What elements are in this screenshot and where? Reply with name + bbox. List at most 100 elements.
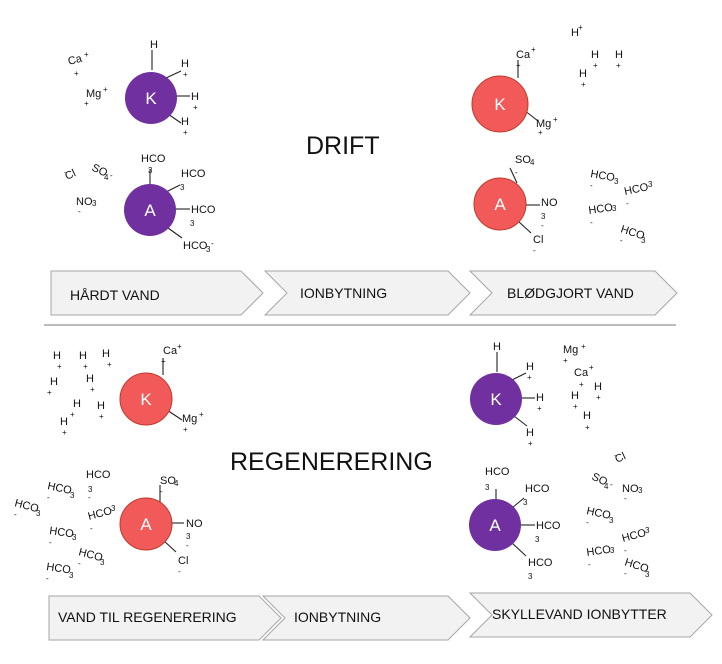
cl-ion: Cl [613,450,627,465]
plus-sign: + [183,70,188,79]
h-ion: H [86,373,94,385]
hco-ion: HCO [525,483,550,495]
subscript: 4 [174,479,179,488]
hco-ion: HCO [191,204,216,216]
cl-ion: Cl [178,555,188,567]
regen-right-a-ball [469,499,521,551]
regen-right-k-ball [470,373,522,425]
plus-sign: + [199,410,204,419]
h-ion: H [536,392,544,404]
plus-sign: + [193,103,198,112]
hco-ion: HCO [536,520,561,532]
minus-sign: - [533,246,536,255]
subscript: 3 [180,183,185,192]
subscript: 3 [610,546,615,555]
subscript: 3 [528,572,533,581]
subscript: 3 [72,533,77,542]
minus-sign: - [624,546,627,555]
h-ion: H [571,27,579,39]
minus-sign: - [610,480,613,489]
plus-sign: + [596,393,601,402]
subscript: 3 [148,166,153,175]
plus-sign: + [47,388,52,397]
h-ion: H [79,350,87,362]
plus-sign: + [616,61,621,70]
regen-left-k-ball [119,372,173,426]
hco3-ion: HCO [621,527,648,545]
plus-sign: + [183,425,188,434]
chevron-regen-2 [261,595,471,641]
h-ion: H [591,49,599,61]
bond [517,220,532,234]
minus-sign: - [590,181,593,190]
k-label: K [494,95,506,114]
hco-ion: HCO [528,557,553,569]
regen-title: REGENERERING [230,448,433,476]
h-ion: H [53,350,61,362]
minus-sign: - [614,451,617,460]
hco-ion: HCO [86,469,111,481]
hco3-ion: HCO [588,202,614,217]
hco3-ion: HCO [585,505,612,522]
bond [513,415,528,427]
subscript: 3 [100,558,105,567]
cl-ion: Cl [533,234,543,246]
bond [165,70,182,79]
plus-sign: + [107,360,112,369]
subscript: 3 [190,219,195,228]
plus-sign: + [177,342,182,351]
h-ion: H [526,361,534,373]
ca-ion: Ca [516,49,531,61]
ca-ion: Ca [67,52,85,67]
step-label-ionbytning: IONBYTNING [294,609,381,625]
minus-sign: - [588,560,591,569]
drift-title: DRIFT [306,132,380,160]
subscript: 3 [88,485,93,494]
plus-sign: + [538,128,543,137]
plus-sign: + [183,128,188,137]
minus-sign: - [515,168,518,177]
plus-sign: + [83,362,88,371]
plus-sign: + [70,410,75,419]
plus-sign: + [84,50,89,59]
regen-right-group: K H H + H + H + Mg + + Ca + + H + H + H … [469,341,650,581]
plus-sign: + [527,373,532,382]
minus-sign: - [64,168,67,177]
plus-sign: + [553,115,558,124]
no3-ion: NO [541,197,558,209]
plus-sign: + [578,23,583,32]
subscript: 3 [641,236,646,245]
subscript: 3 [609,516,614,525]
no3-ion: NO [186,518,203,530]
subscript: 3 [523,498,528,507]
chevron-drift-1 [50,270,264,316]
subscript: 3 [186,532,191,541]
drift-right-a-ball [473,177,527,231]
chevron-regen-1 [48,595,282,641]
plus-sign: + [531,45,536,54]
hco3-ion: HCO [623,181,650,198]
plus-sign: + [57,362,62,371]
minus-sign: - [160,487,163,496]
subscript: 3 [612,204,617,213]
hco3-ion: HCO [46,561,72,576]
mg-ion: Mg [182,413,197,425]
hco-ion: HCO [141,153,166,165]
plus-sign: + [563,356,568,365]
minus-sign: - [49,538,52,547]
subscript: 3 [111,504,116,513]
hco3-ion: HCO [49,525,75,540]
h-ion: H [526,427,534,439]
drift-left-a-ball [124,184,176,236]
subscript: 3 [645,526,650,535]
h-ion: H [102,348,110,360]
minus-sign: - [78,207,81,216]
plus-sign: + [581,342,586,351]
bond [511,497,525,509]
step-label-ionbytning: IONBYTNING [300,285,387,301]
step-label-vand-til-regenerering: VAND TIL REGENERERING [58,609,237,625]
minus-sign: - [624,569,627,578]
subscript: 3 [614,177,619,186]
minus-sign: - [90,524,93,533]
minus-sign: - [541,221,544,230]
